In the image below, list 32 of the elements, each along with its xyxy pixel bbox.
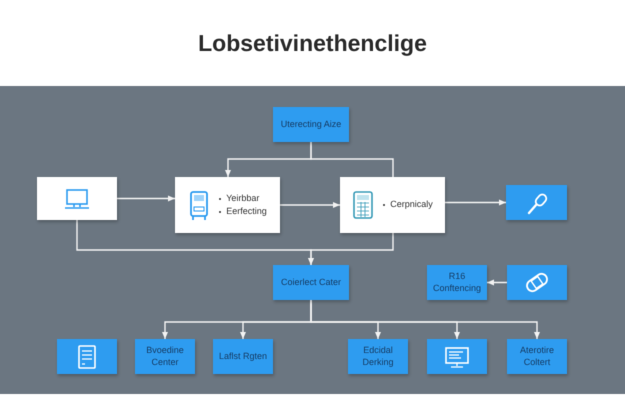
process-box: [507, 339, 567, 374]
process-box: [427, 265, 487, 300]
arrow: [117, 196, 175, 202]
bullet-item: Cerpnicaly: [382, 198, 433, 212]
connector-line: [310, 142, 394, 177]
arrow: [445, 200, 506, 206]
node-label: Laflst Rgten: [218, 350, 268, 362]
process-card: [37, 177, 117, 220]
node-label: Coierlect Cater: [280, 276, 342, 288]
node-label: Edcidal Derking: [361, 345, 394, 368]
process-box: [57, 339, 117, 374]
process-card: [340, 177, 445, 233]
process-box: [273, 265, 349, 300]
process-box: [135, 339, 195, 374]
arrow: [487, 280, 507, 286]
process-box: [507, 265, 567, 300]
process-box: [273, 107, 349, 142]
bullet-item: Yeirbbar: [218, 192, 267, 205]
node-label: R16 Conftencing: [432, 271, 482, 294]
arrow: [280, 202, 340, 208]
node-label: Bvoedine Center: [145, 345, 185, 368]
process-card: [175, 177, 280, 233]
process-box: [348, 339, 408, 374]
diagram-title: Lobsetivinethenclige: [197, 30, 428, 57]
process-box: [506, 185, 567, 220]
node-label: Aterotire Coltert: [518, 345, 555, 368]
node-label: Uterecting Aize: [280, 118, 342, 130]
arrow: [310, 300, 540, 339]
arrow: [308, 233, 394, 265]
process-box: [213, 339, 273, 374]
process-box: [427, 339, 487, 374]
bullet-item: Eerfecting: [218, 205, 267, 218]
